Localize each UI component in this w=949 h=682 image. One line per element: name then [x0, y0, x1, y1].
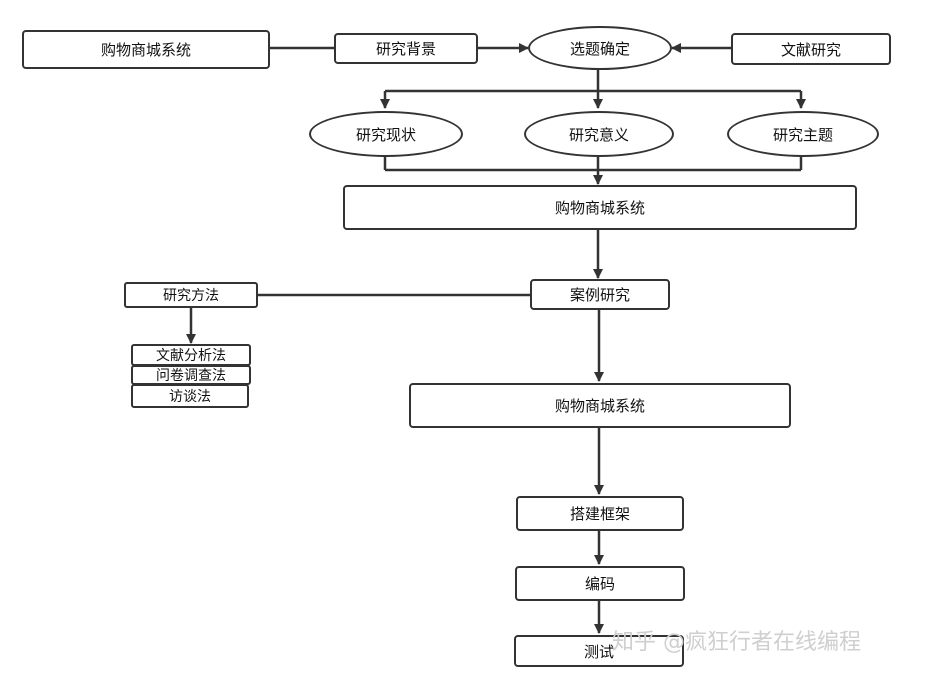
- node-case-study[interactable]: 案例研究: [530, 279, 670, 310]
- node-research-background[interactable]: 研究背景: [334, 33, 478, 64]
- node-shop-system-top[interactable]: 购物商城系统: [22, 30, 270, 69]
- node-research-status[interactable]: 研究现状: [309, 111, 463, 157]
- node-topic-selection[interactable]: 选题确定: [528, 26, 672, 70]
- node-method-literature-analysis[interactable]: 文献分析法: [131, 344, 251, 366]
- node-research-significance[interactable]: 研究意义: [524, 111, 674, 157]
- node-shop-system-low[interactable]: 购物商城系统: [409, 383, 791, 428]
- node-literature-research[interactable]: 文献研究: [731, 33, 891, 65]
- node-coding[interactable]: 编码: [515, 566, 685, 601]
- node-research-subject[interactable]: 研究主题: [727, 111, 879, 157]
- node-build-framework[interactable]: 搭建框架: [516, 496, 684, 531]
- watermark-text: 知乎 @疯狂行者在线编程: [612, 630, 861, 655]
- node-research-methods[interactable]: 研究方法: [124, 282, 258, 308]
- node-method-interview[interactable]: 访谈法: [131, 384, 249, 408]
- node-testing[interactable]: 测试: [514, 635, 684, 667]
- node-shop-system-mid[interactable]: 购物商城系统: [343, 185, 857, 230]
- node-method-questionnaire[interactable]: 问卷调查法: [131, 365, 251, 385]
